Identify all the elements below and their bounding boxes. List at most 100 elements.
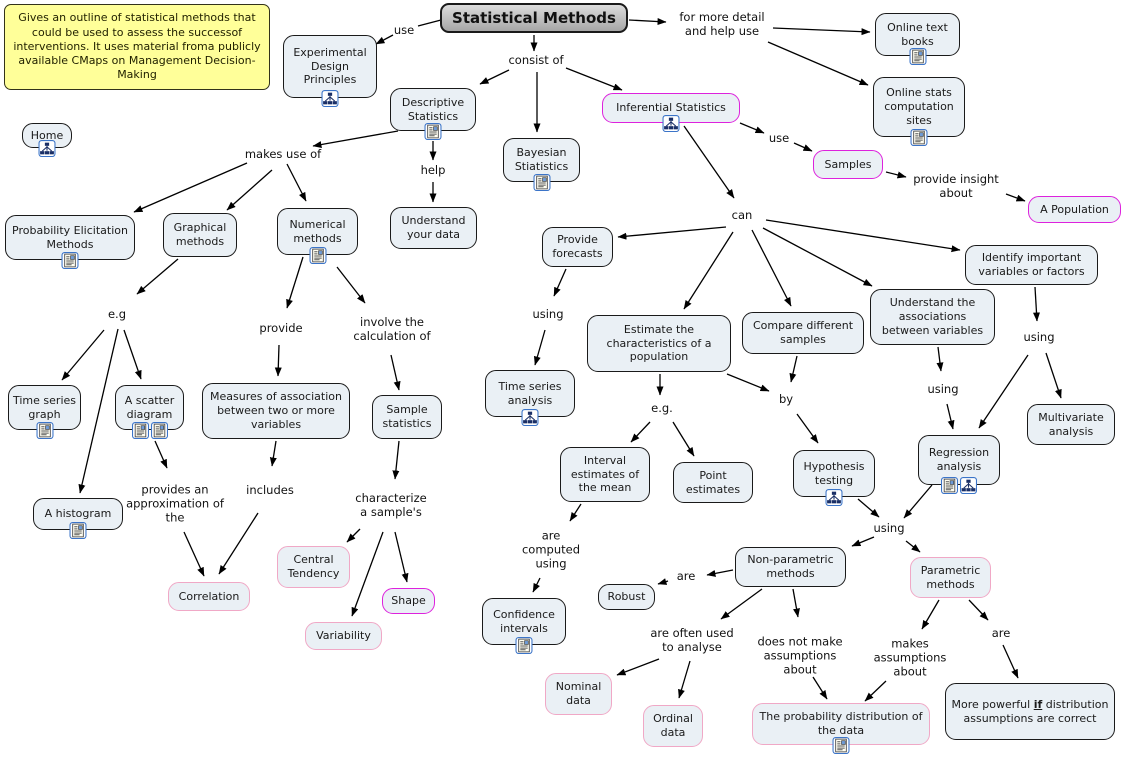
node-central-tendency[interactable]: Central Tendency — [277, 546, 350, 588]
edge-inferential-use — [739, 122, 765, 134]
link-label-are-often[interactable]: are often used to analyse — [650, 626, 734, 654]
node-samples[interactable]: Samples — [813, 150, 883, 179]
node-experimental-design-principles[interactable]: Experimental Design Principles — [283, 35, 377, 107]
node-correlation[interactable]: Correlation — [168, 582, 250, 611]
node-graphical-methods[interactable]: Graphical methods — [163, 213, 237, 257]
document-icon[interactable] — [832, 737, 850, 754]
edge-using-regression2 — [978, 354, 1029, 429]
cmap-icon[interactable] — [321, 90, 339, 107]
document-icon[interactable] — [941, 477, 958, 494]
link-label-using-methods[interactable]: using — [873, 521, 905, 536]
cmap-icon[interactable] — [825, 489, 843, 506]
edge-measures-includes — [269, 440, 277, 467]
link-label-use-samples[interactable]: use — [768, 131, 790, 146]
document-icon[interactable] — [69, 522, 87, 539]
link-label-using-forecasts[interactable]: using — [532, 307, 564, 322]
edge-parametric-makesassumptions — [921, 599, 940, 630]
link-label-characterize[interactable]: characterize a sample's — [355, 491, 427, 519]
link-label-involve[interactable]: involve the calculation of — [353, 315, 431, 343]
node-sample-statistics[interactable]: Sample statistics — [372, 395, 442, 439]
node-identify-important-variables[interactable]: Identify important variables or factors — [965, 245, 1098, 285]
node-bayesian-statistics[interactable]: Bayesian Stiatistics — [503, 138, 580, 191]
node-interval-estimates[interactable]: Interval estimates of the mean — [560, 447, 650, 502]
node-ordinal-data[interactable]: Ordinal data — [643, 705, 703, 747]
node-hypothesis-testing[interactable]: Hypothesis testing — [793, 450, 875, 506]
edge-graphical-eg — [136, 258, 179, 295]
node-online-text-books[interactable]: Online text books — [875, 13, 960, 65]
node-parametric-methods[interactable]: Parametric methods — [910, 557, 991, 598]
cmap-icon[interactable] — [38, 140, 56, 157]
link-label-are-parametric[interactable]: are — [991, 626, 1011, 641]
node-online-stats-computation-sites[interactable]: Online stats computation sites — [873, 77, 965, 146]
edge-descriptive-makesuseof — [312, 130, 399, 148]
node-a-histogram[interactable]: A histogram — [33, 498, 123, 539]
link-label-provide-insight[interactable]: provide insight about — [913, 172, 999, 200]
link-label-for-more-detail[interactable]: for more detail and help use — [679, 10, 765, 38]
node-inferential-statistics[interactable]: Inferential Statistics — [602, 93, 740, 132]
edge-title-formoredetail — [628, 18, 667, 26]
document-icon[interactable] — [309, 247, 326, 264]
document-icon[interactable] — [910, 129, 928, 146]
cmap-icon[interactable] — [960, 477, 977, 494]
node-statistical-methods[interactable]: Statistical Methods — [440, 3, 628, 33]
link-label-are-computed[interactable]: are computed using — [521, 528, 581, 570]
link-label-help[interactable]: help — [420, 163, 446, 178]
cmap-icon[interactable] — [662, 115, 680, 132]
link-label-by[interactable]: by — [778, 392, 794, 407]
node-probability-elicitation-methods[interactable]: Probability Elicitation Methods — [5, 215, 135, 269]
link-label-use-top[interactable]: use — [393, 23, 415, 38]
node-time-series-analysis[interactable]: Time series analysis — [485, 370, 575, 426]
node-home[interactable]: Home — [22, 123, 72, 157]
node-non-parametric-methods[interactable]: Non-parametric methods — [735, 547, 846, 587]
annotation-note[interactable]: Gives an outline of statistical methods … — [4, 4, 270, 90]
node-confidence-intervals[interactable]: Confidence intervals — [482, 598, 566, 654]
document-icon[interactable] — [515, 637, 533, 654]
node-regression-analysis[interactable]: Regression analysis — [918, 435, 1000, 494]
link-label-consist-of[interactable]: consist of — [508, 53, 564, 68]
edge-inferential-can — [683, 125, 735, 199]
edge-interval-arecomputed — [569, 503, 582, 522]
node-understand-associations[interactable]: Understand the associations between vari… — [870, 289, 995, 345]
link-label-are-robust[interactable]: are — [676, 569, 696, 584]
node-provide-forecasts[interactable]: Provide forecasts — [542, 227, 613, 267]
node-multivariate-analysis[interactable]: Multivariate analysis — [1027, 404, 1115, 445]
link-label-provides-approx[interactable]: provides an approximation of the — [126, 482, 224, 524]
document-icon[interactable] — [533, 174, 550, 191]
link-label-using-identify[interactable]: using — [1023, 330, 1055, 345]
node-variability[interactable]: Variability — [305, 622, 382, 650]
node-probability-distribution[interactable]: The probability distribution of the data — [752, 703, 930, 754]
document-icon[interactable] — [150, 422, 168, 439]
link-label-can[interactable]: can — [731, 208, 753, 223]
node-a-population[interactable]: A Population — [1028, 196, 1121, 223]
node-a-scatter-diagram[interactable]: A scatter diagram — [115, 385, 184, 439]
link-label-includes[interactable]: includes — [246, 483, 294, 498]
node-robust[interactable]: Robust — [598, 584, 655, 610]
document-icon[interactable] — [131, 422, 149, 439]
node-shape[interactable]: Shape — [382, 588, 435, 614]
edge-identify-using — [1033, 286, 1040, 322]
node-nominal-data[interactable]: Nominal data — [545, 673, 612, 715]
link-label-makes-use-of[interactable]: makes use of — [244, 147, 322, 162]
document-icon[interactable] — [61, 252, 79, 269]
link-label-makes-assumptions[interactable]: makes assumptions about — [873, 636, 947, 678]
node-understand-your-data[interactable]: Understand your data — [390, 207, 477, 249]
link-label-eg-left[interactable]: e.g — [107, 307, 127, 322]
node-time-series-graph[interactable]: Time series graph — [8, 385, 81, 439]
node-point-estimates[interactable]: Point estimates — [673, 462, 753, 503]
node-descriptive-statistics[interactable]: Descriptive Statistics — [390, 88, 476, 140]
link-label-does-not[interactable]: does not make assumptions about — [757, 634, 843, 676]
link-label-eg-estimate[interactable]: e.g. — [651, 401, 673, 416]
node-more-powerful[interactable]: More powerful if distribution assumption… — [945, 683, 1115, 740]
node-estimate-characteristics[interactable]: Estimate the characteristics of a popula… — [587, 315, 731, 372]
node-measures-of-association[interactable]: Measures of association between two or m… — [202, 383, 350, 439]
edge-insight-population — [1005, 193, 1026, 202]
node-compare-different-samples[interactable]: Compare different samples — [742, 312, 864, 354]
node-numerical-methods[interactable]: Numerical methods — [277, 208, 358, 264]
cmap-icon[interactable] — [521, 409, 539, 426]
document-icon[interactable] — [909, 48, 926, 65]
document-icon[interactable] — [424, 123, 442, 140]
link-label-provide[interactable]: provide — [259, 321, 303, 336]
document-icon[interactable] — [36, 422, 53, 439]
link-label-using-assoc[interactable]: using — [927, 382, 959, 397]
